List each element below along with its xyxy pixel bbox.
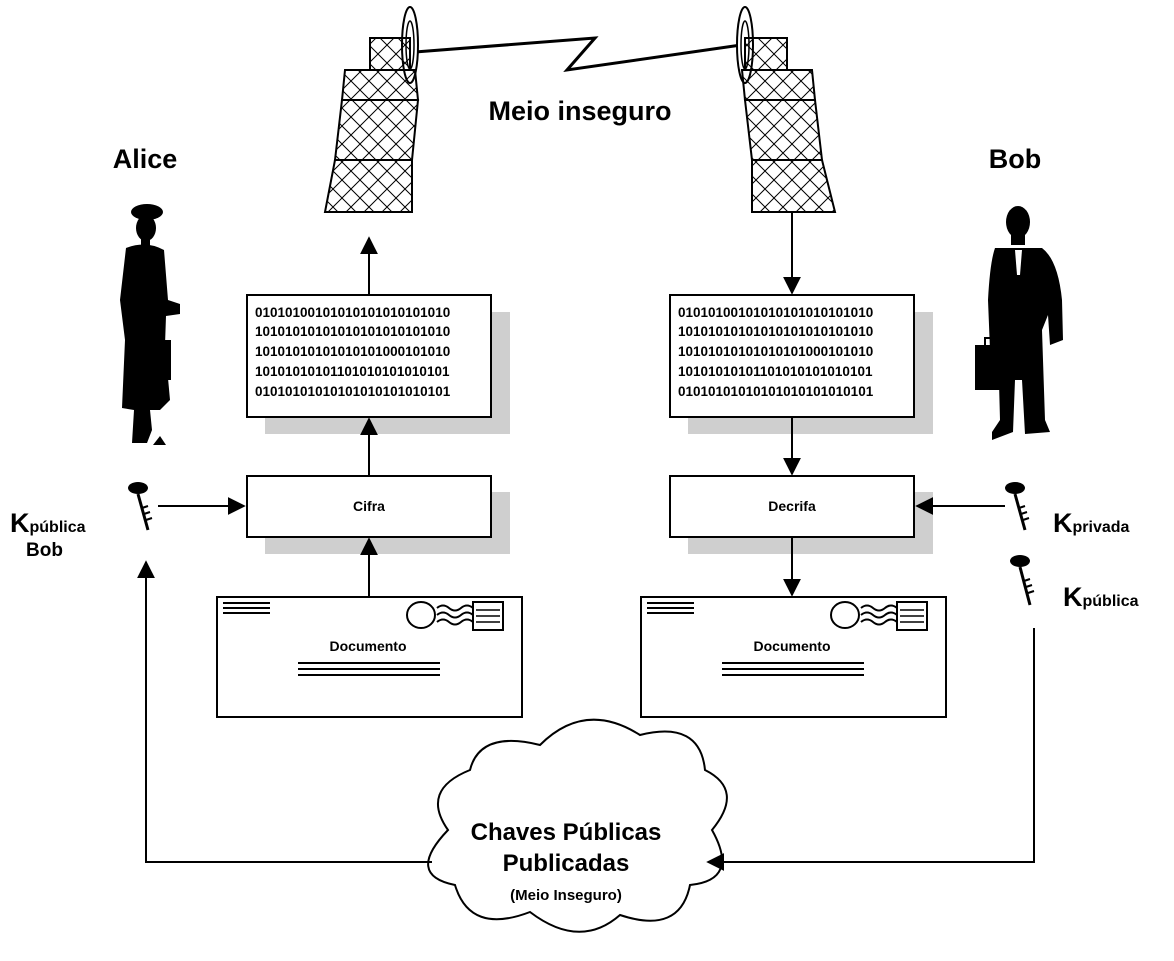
- arrow-bob-public-key-to-cloud: [706, 628, 1035, 871]
- right-binary-box: [669, 294, 915, 418]
- svg-text:10101010101010101010101010: 10101010101010101010101010: [255, 324, 450, 339]
- arrow-cloud-to-alice-key: [137, 560, 432, 863]
- alice-silhouette-icon: [120, 204, 180, 445]
- cloud-line-1: Chaves Públicas: [471, 819, 662, 846]
- svg-text:10101010101010101010101010: 10101010101010101010101010: [678, 324, 873, 339]
- right-transmission-tower-icon: [736, 6, 837, 213]
- bob-public-key-icon: [1010, 555, 1035, 606]
- decrypt-box: [669, 475, 915, 538]
- wireless-link-icon: [414, 36, 749, 73]
- svg-text:10101010101010101000101010: 10101010101010101000101010: [255, 344, 450, 359]
- svg-text:01010101010101010101010101: 01010101010101010101010101: [678, 384, 874, 399]
- bob-label: Bob: [989, 144, 1041, 174]
- bob-silhouette-icon: [975, 206, 1063, 440]
- svg-text:10101010101101010101010101: 10101010101101010101010101: [255, 364, 450, 379]
- svg-text:10101010101010101000101010: 10101010101010101000101010: [678, 344, 873, 359]
- right-document-envelope: [640, 596, 947, 718]
- alice-key-label: Kpública: [10, 508, 86, 538]
- bob-public-key-label: Kpública: [1063, 582, 1139, 612]
- cloud-line-3: (Meio Inseguro): [510, 887, 622, 904]
- cloud-line-2: Publicadas: [503, 850, 630, 877]
- left-transmission-tower-icon: [323, 6, 420, 213]
- svg-text:01010100101010101010101010: 01010100101010101010101010: [678, 305, 873, 320]
- alice-label: Alice: [113, 144, 178, 174]
- svg-text:01010100101010101010101010: 01010100101010101010101010: [255, 305, 450, 320]
- left-binary-box: [246, 294, 492, 418]
- alice-key-icon: [128, 482, 153, 531]
- bob-private-key-icon: [1005, 482, 1030, 531]
- alice-key-owner-label: Bob: [26, 540, 63, 561]
- left-document-envelope: [216, 596, 523, 718]
- bob-private-key-label: Kprivada: [1053, 508, 1130, 538]
- left-document-label: Documento: [330, 638, 407, 654]
- public-key-directory-cloud: [427, 718, 728, 933]
- insecure-channel-label: Meio inseguro: [488, 96, 671, 126]
- decrypt-label: Decrifa: [768, 498, 816, 514]
- encrypt-label: Cifra: [353, 498, 385, 514]
- right-binary-text: 01010100101010101010101010 1010101010101…: [678, 305, 874, 399]
- right-document-label: Documento: [754, 638, 831, 654]
- svg-text:10101010101101010101010101: 10101010101101010101010101: [678, 364, 873, 379]
- svg-text:01010101010101010101010101: 01010101010101010101010101: [255, 384, 451, 399]
- left-binary-text: 01010100101010101010101010 1010101010101…: [255, 305, 451, 399]
